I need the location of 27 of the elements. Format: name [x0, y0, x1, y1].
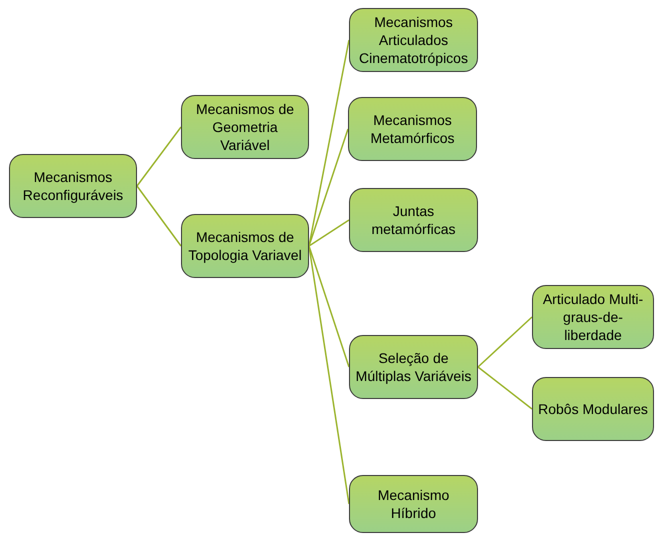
connector-line [308, 219, 350, 247]
connector-line [308, 128, 349, 246]
box-label: Mecanismos Articulados Cinematotrópicos [358, 13, 469, 67]
box-label: Mecanismos de Geometria Variável [194, 100, 296, 154]
process-box [349, 8, 478, 72]
connector-line [478, 366, 532, 410]
connector-line [136, 126, 182, 186]
process-box [532, 285, 654, 349]
box-label: Robôs Modulares [538, 400, 648, 418]
box-label: Articulado Multi-graus-de-liberdade [542, 290, 644, 344]
box-label: Juntas metamórficas [370, 202, 457, 238]
process-box [348, 97, 477, 161]
connector-line [478, 316, 532, 368]
process-box [181, 214, 309, 278]
box-label: Mecanismos de Topologia Variavel [187, 228, 303, 264]
box-label: Seleção de Múltiplas Variáveis [354, 349, 472, 385]
box-label: Mecanismos Metamórficos [369, 111, 456, 147]
box-label: Mecanismos Reconfiguráveis [22, 168, 124, 204]
process-box [9, 154, 137, 218]
process-box [532, 377, 654, 441]
process-box [349, 335, 478, 399]
box-label: Mecanismo Híbrido [376, 486, 450, 522]
process-box [349, 188, 478, 252]
connector-line [308, 246, 350, 368]
process-box [349, 475, 478, 533]
connector-line [136, 186, 182, 246]
process-box [181, 95, 309, 159]
